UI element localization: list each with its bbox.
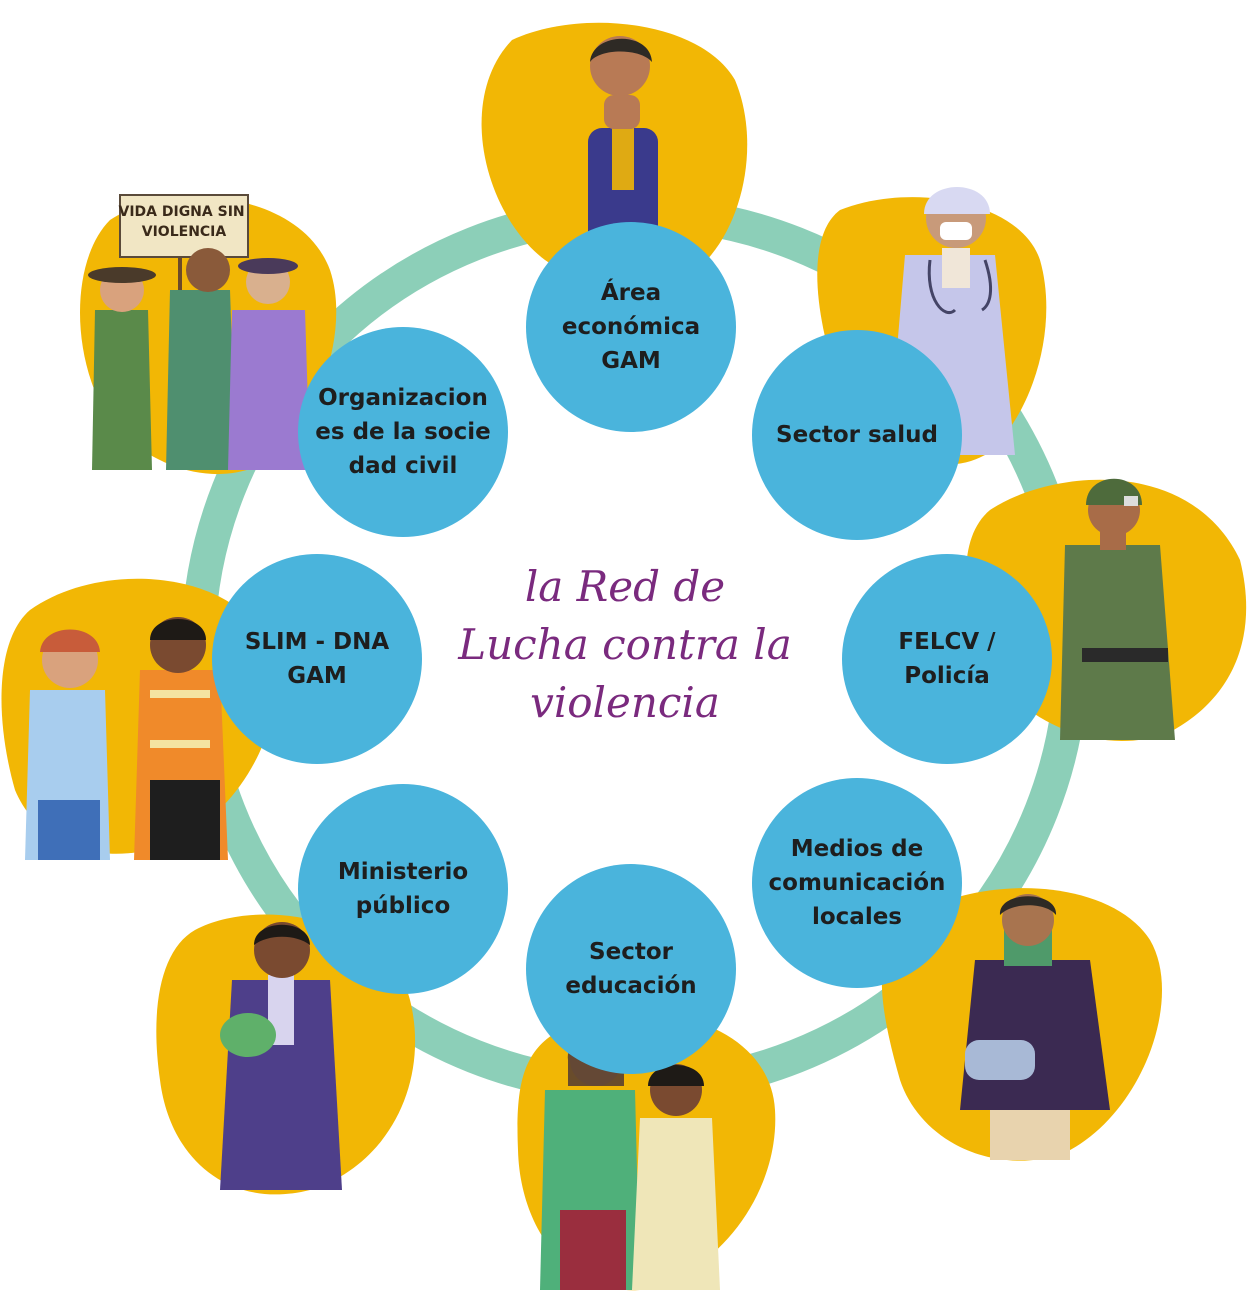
node-label-area-economica: Área económica GAM — [561, 280, 701, 374]
node-label-sector-salud: Sector salud — [776, 422, 938, 448]
node-area-economica-gam: Área económica GAM — [526, 222, 736, 432]
node-sector-salud: Sector salud — [752, 330, 962, 540]
center-title: la Red de Lucha contra la violencia — [458, 562, 792, 727]
node-organizaciones-sociedad-civil: Organizaciones de la sociedad civil — [298, 327, 508, 537]
students-illustration — [517, 1012, 776, 1291]
node-sector-educacion: Sector educación — [526, 864, 736, 1074]
node-label-organizaciones: Organizaciones de la sociedad civil — [315, 385, 491, 479]
journalist-illustration — [881, 888, 1163, 1161]
protest-sign-text: VIDA DIGNA SIN VIOLENCIA — [118, 204, 249, 240]
node-label-slim: SLIM - DNA GAM — [244, 629, 390, 689]
node-label-medios: Medios de comunicación locales — [768, 836, 946, 930]
prosecutor-illustration — [156, 914, 416, 1195]
node-ministerio-publico: Ministerio público — [298, 784, 508, 994]
node-slim-dna-gam: SLIM - DNA GAM — [212, 554, 422, 764]
node-label-ministerio: Ministerio público — [337, 859, 469, 919]
protesters-illustration: VIDA DIGNA SIN VIOLENCIA — [80, 194, 337, 475]
node-label-felcv: FELCV / Policía — [898, 629, 996, 689]
node-medios-comunicacion: Medios de comunicación locales — [752, 778, 962, 988]
node-felcv-policia: FELCV / Policía — [842, 554, 1052, 764]
workers-illustration — [1, 578, 275, 860]
node-label-educacion: Sector educación — [565, 939, 697, 999]
